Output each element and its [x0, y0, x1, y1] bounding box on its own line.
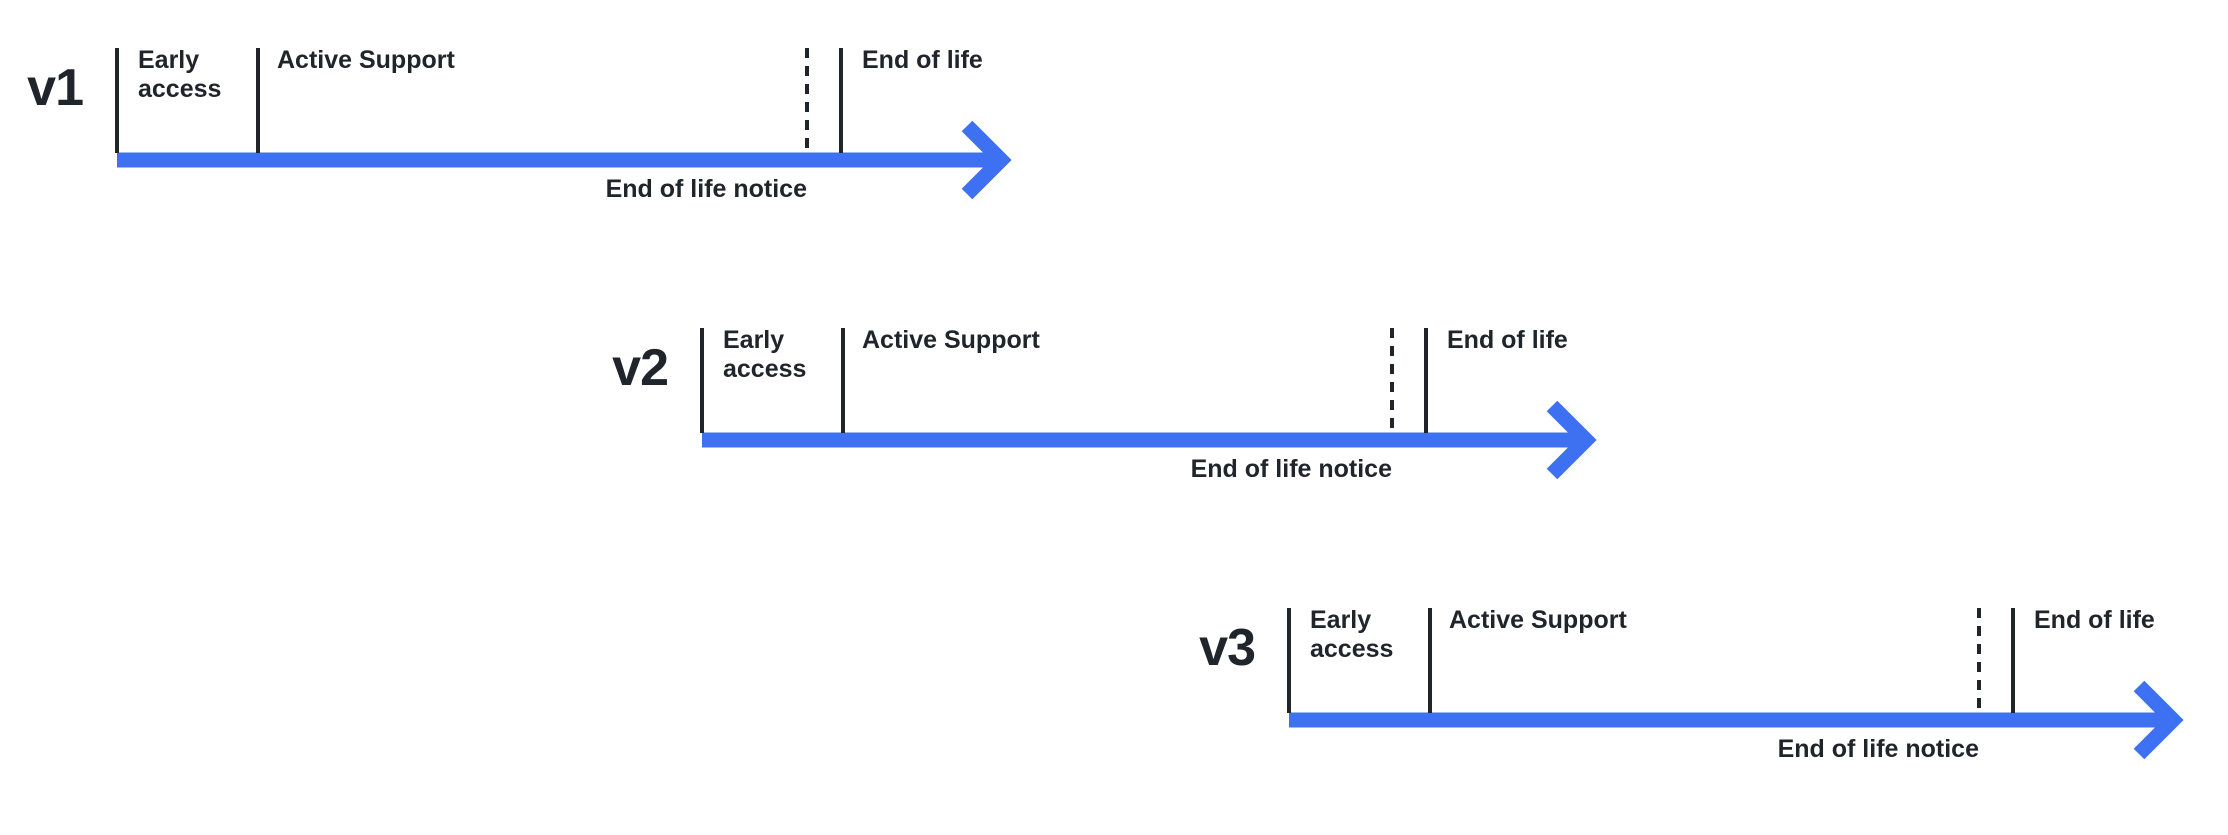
early-access-label: Early access [138, 46, 222, 103]
early-access-tick [1287, 608, 1291, 713]
timeline-v3: v3 Early access Active Support End of li… [1189, 605, 2199, 835]
active-support-tick [841, 328, 845, 433]
timeline-arrow [1289, 680, 2184, 760]
version-label: v3 [1199, 619, 1256, 677]
active-support-tick [256, 48, 260, 153]
end-of-life-tick [2011, 608, 2015, 713]
end-of-life-label: End of life [2034, 606, 2155, 634]
eol-notice-dashed-line [1390, 328, 1394, 433]
end-of-life-notice-label: End of life notice [605, 175, 807, 203]
active-support-label: Active Support [862, 326, 1040, 354]
timeline-v2: v2 Early access Active Support End of li… [602, 325, 1612, 555]
end-of-life-notice-label: End of life notice [1777, 735, 1979, 763]
end-of-life-label: End of life [1447, 326, 1568, 354]
timeline-arrow [702, 400, 1597, 480]
eol-notice-dashed-line [1977, 608, 1981, 713]
early-access-label: Early access [723, 326, 807, 383]
early-access-label: Early access [1310, 606, 1394, 663]
active-support-tick [1428, 608, 1432, 713]
early-access-tick [115, 48, 119, 153]
arrow-head-icon [1546, 400, 1597, 480]
timeline-v1: v1 Early access Active Support End of li… [17, 45, 1027, 275]
arrow-head-icon [961, 120, 1012, 200]
arrow-head-icon [2133, 680, 2184, 760]
eol-notice-dashed-line [805, 48, 809, 153]
end-of-life-label: End of life [862, 46, 983, 74]
version-label: v1 [27, 59, 84, 117]
early-access-tick [700, 328, 704, 433]
active-support-label: Active Support [277, 46, 455, 74]
end-of-life-tick [1424, 328, 1428, 433]
active-support-label: Active Support [1449, 606, 1627, 634]
timeline-arrow [117, 120, 1012, 200]
version-label: v2 [612, 339, 669, 397]
release-lifecycle-diagram: { "colors": { "arrow": "#3E70F2", "ink":… [17, 45, 2184, 763]
end-of-life-tick [839, 48, 843, 153]
end-of-life-notice-label: End of life notice [1190, 455, 1392, 483]
